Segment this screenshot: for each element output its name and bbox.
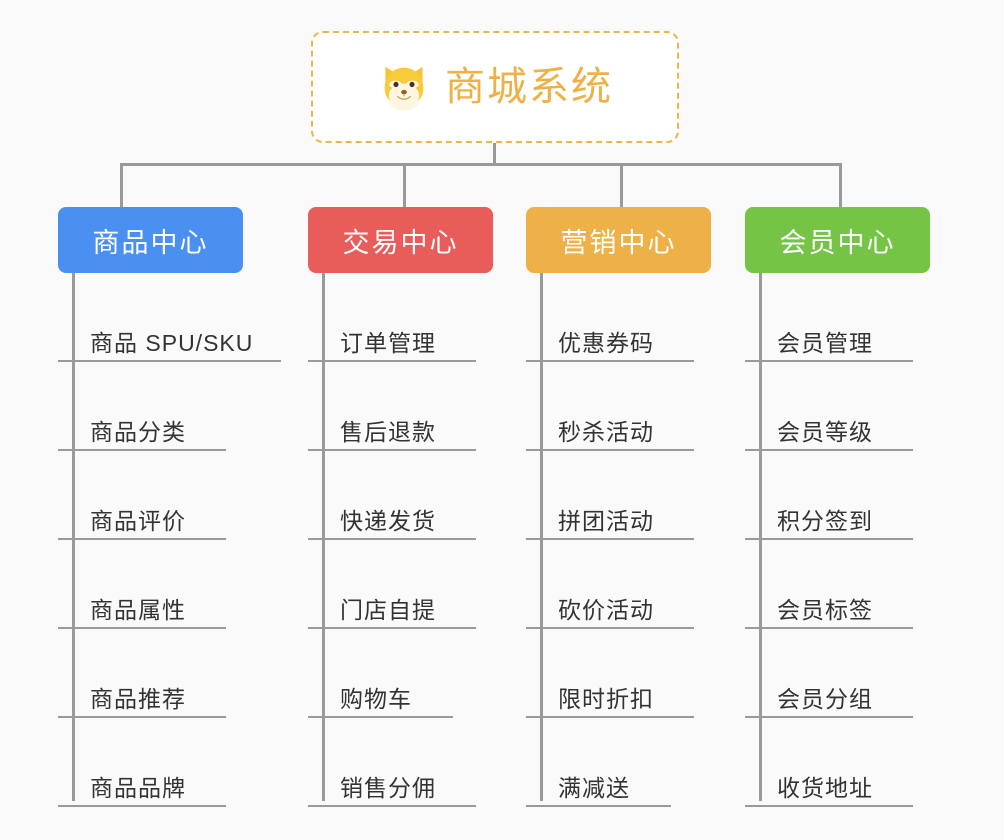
leaf-item[interactable]: 商品属性 bbox=[58, 540, 226, 629]
leaf-label: 快递发货 bbox=[340, 507, 436, 534]
branch-header-1[interactable]: 商品中心 bbox=[58, 207, 243, 273]
connector-drop-branch-2 bbox=[403, 163, 406, 209]
leaf-label: 满减送 bbox=[558, 774, 630, 801]
leaf-label: 商品分类 bbox=[90, 418, 186, 445]
connector-drop-branch-4 bbox=[839, 163, 842, 209]
branch-column-3: 营销中心 优惠券码 秒杀活动 拼团活动 砍价活动 限时折扣 满减送 bbox=[526, 207, 741, 807]
branch-header-3[interactable]: 营销中心 bbox=[526, 207, 711, 273]
leaf-label: 会员管理 bbox=[777, 329, 873, 356]
leaf-label: 商品推荐 bbox=[90, 685, 186, 712]
leaf-item[interactable]: 会员管理 bbox=[745, 273, 913, 362]
leaf-label: 商品评价 bbox=[90, 507, 186, 534]
branch-spine-3 bbox=[540, 273, 543, 801]
branch-leaf-list-2: 订单管理 售后退款 快递发货 门店自提 购物车 销售分佣 bbox=[308, 273, 476, 807]
leaf-label: 限时折扣 bbox=[558, 685, 654, 712]
leaf-item[interactable]: 销售分佣 bbox=[308, 718, 476, 807]
leaf-item[interactable]: 限时折扣 bbox=[526, 629, 694, 718]
branch-column-1: 商品中心 商品 SPU/SKU 商品分类 商品评价 商品属性 商品推荐 商品品牌 bbox=[58, 207, 296, 807]
branch-leaf-list-4: 会员管理 会员等级 积分签到 会员标签 会员分组 收货地址 bbox=[745, 273, 913, 807]
leaf-item[interactable]: 商品品牌 bbox=[58, 718, 226, 807]
leaf-label: 优惠券码 bbox=[558, 329, 654, 356]
branch-spine-2 bbox=[322, 273, 325, 801]
leaf-item[interactable]: 商品推荐 bbox=[58, 629, 226, 718]
branch-header-2[interactable]: 交易中心 bbox=[308, 207, 493, 273]
leaf-item[interactable]: 收货地址 bbox=[745, 718, 913, 807]
root-title: 商城系统 bbox=[445, 65, 613, 109]
branch-header-label: 交易中心 bbox=[342, 227, 459, 258]
leaf-item[interactable]: 拼团活动 bbox=[526, 451, 694, 540]
branch-leaf-list-1: 商品 SPU/SKU 商品分类 商品评价 商品属性 商品推荐 商品品牌 bbox=[58, 273, 281, 807]
leaf-label: 积分签到 bbox=[777, 507, 873, 534]
leaf-item[interactable]: 快递发货 bbox=[308, 451, 476, 540]
leaf-item[interactable]: 秒杀活动 bbox=[526, 362, 694, 451]
branch-spine-1 bbox=[72, 273, 75, 801]
leaf-label: 会员等级 bbox=[777, 418, 873, 445]
leaf-label: 拼团活动 bbox=[558, 507, 654, 534]
leaf-item[interactable]: 满减送 bbox=[526, 718, 671, 807]
connector-drop-branch-1 bbox=[120, 163, 123, 209]
leaf-item[interactable]: 优惠券码 bbox=[526, 273, 694, 362]
leaf-label: 商品属性 bbox=[90, 596, 186, 623]
leaf-item[interactable]: 商品分类 bbox=[58, 362, 226, 451]
leaf-label: 会员分组 bbox=[777, 685, 873, 712]
leaf-item[interactable]: 会员标签 bbox=[745, 540, 913, 629]
leaf-label: 售后退款 bbox=[340, 418, 436, 445]
connector-drop-branch-3 bbox=[620, 163, 623, 209]
branch-header-4[interactable]: 会员中心 bbox=[745, 207, 930, 273]
leaf-label: 收货地址 bbox=[777, 774, 873, 801]
branch-header-label: 会员中心 bbox=[779, 227, 896, 258]
leaf-label: 商品 SPU/SKU bbox=[90, 329, 254, 356]
leaf-label: 会员标签 bbox=[777, 596, 873, 623]
leaf-label: 秒杀活动 bbox=[558, 418, 654, 445]
leaf-label: 商品品牌 bbox=[90, 774, 186, 801]
leaf-item[interactable]: 会员分组 bbox=[745, 629, 913, 718]
leaf-item[interactable]: 砍价活动 bbox=[526, 540, 694, 629]
leaf-item[interactable]: 订单管理 bbox=[308, 273, 476, 362]
connector-horizontal-bus bbox=[120, 163, 842, 166]
leaf-item[interactable]: 购物车 bbox=[308, 629, 453, 718]
leaf-label: 砍价活动 bbox=[558, 596, 654, 623]
leaf-item[interactable]: 积分签到 bbox=[745, 451, 913, 540]
leaf-label: 订单管理 bbox=[340, 329, 436, 356]
leaf-item[interactable]: 商品评价 bbox=[58, 451, 226, 540]
leaf-item[interactable]: 售后退款 bbox=[308, 362, 476, 451]
branch-header-label: 商品中心 bbox=[92, 227, 209, 258]
leaf-item[interactable]: 会员等级 bbox=[745, 362, 913, 451]
branch-column-4: 会员中心 会员管理 会员等级 积分签到 会员标签 会员分组 收货地址 bbox=[745, 207, 960, 807]
leaf-item[interactable]: 商品 SPU/SKU bbox=[58, 273, 281, 362]
branch-header-label: 营销中心 bbox=[560, 227, 677, 258]
branch-leaf-list-3: 优惠券码 秒杀活动 拼团活动 砍价活动 限时折扣 满减送 bbox=[526, 273, 694, 807]
leaf-label: 销售分佣 bbox=[340, 774, 436, 801]
root-node-shopping-mall-system[interactable]: 商城系统 bbox=[311, 31, 679, 143]
branch-column-2: 交易中心 订单管理 售后退款 快递发货 门店自提 购物车 销售分佣 bbox=[308, 207, 523, 807]
branch-spine-4 bbox=[759, 273, 762, 801]
leaf-label: 门店自提 bbox=[340, 596, 436, 623]
leaf-label: 购物车 bbox=[340, 685, 412, 712]
shiba-inu-dog-face-icon bbox=[384, 66, 424, 111]
connector-root-stem bbox=[493, 143, 496, 165]
leaf-item[interactable]: 门店自提 bbox=[308, 540, 476, 629]
